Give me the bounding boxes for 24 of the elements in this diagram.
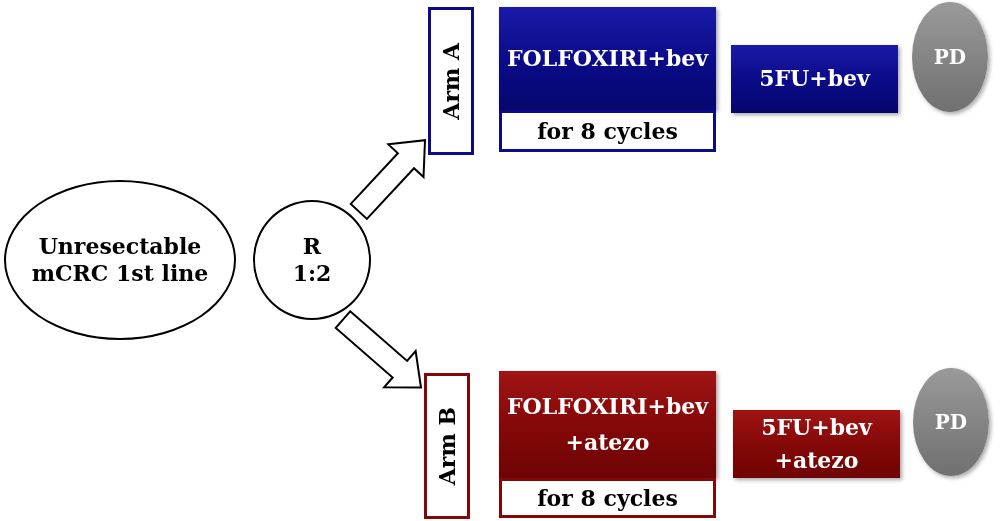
- node-label: for 8 cycles: [537, 116, 678, 146]
- maintenance-box: [731, 45, 898, 113]
- node-label: FOLFOXIRI+bev: [506, 43, 709, 73]
- node-label: R 1:2: [292, 232, 332, 288]
- node-label: 5FU+bev: [759, 64, 870, 94]
- arm-label-box: [424, 373, 470, 519]
- duration-box: [499, 478, 716, 518]
- treatment-box: [499, 7, 716, 110]
- block-arrow: [349, 139, 427, 221]
- progression-ellipse: [912, 2, 988, 112]
- arm-label-box: [428, 7, 474, 155]
- duration-box: [499, 110, 716, 152]
- block-arrow: [334, 309, 423, 389]
- node-label: PD: [934, 409, 968, 436]
- node-label: PD: [933, 44, 967, 71]
- node-label: 5FU+bev +atezo: [760, 413, 874, 475]
- treatment-box: [499, 371, 716, 478]
- node-label: for 8 cycles: [537, 483, 678, 513]
- node-label: Unresectable mCRC 1st line: [30, 232, 210, 288]
- node-label: FOLFOXIRI+bev +atezo: [505, 392, 710, 457]
- maintenance-box: [733, 410, 900, 478]
- arm-label: Arm B: [432, 406, 461, 486]
- arm-label: Arm A: [436, 42, 465, 120]
- progression-ellipse: [913, 368, 989, 476]
